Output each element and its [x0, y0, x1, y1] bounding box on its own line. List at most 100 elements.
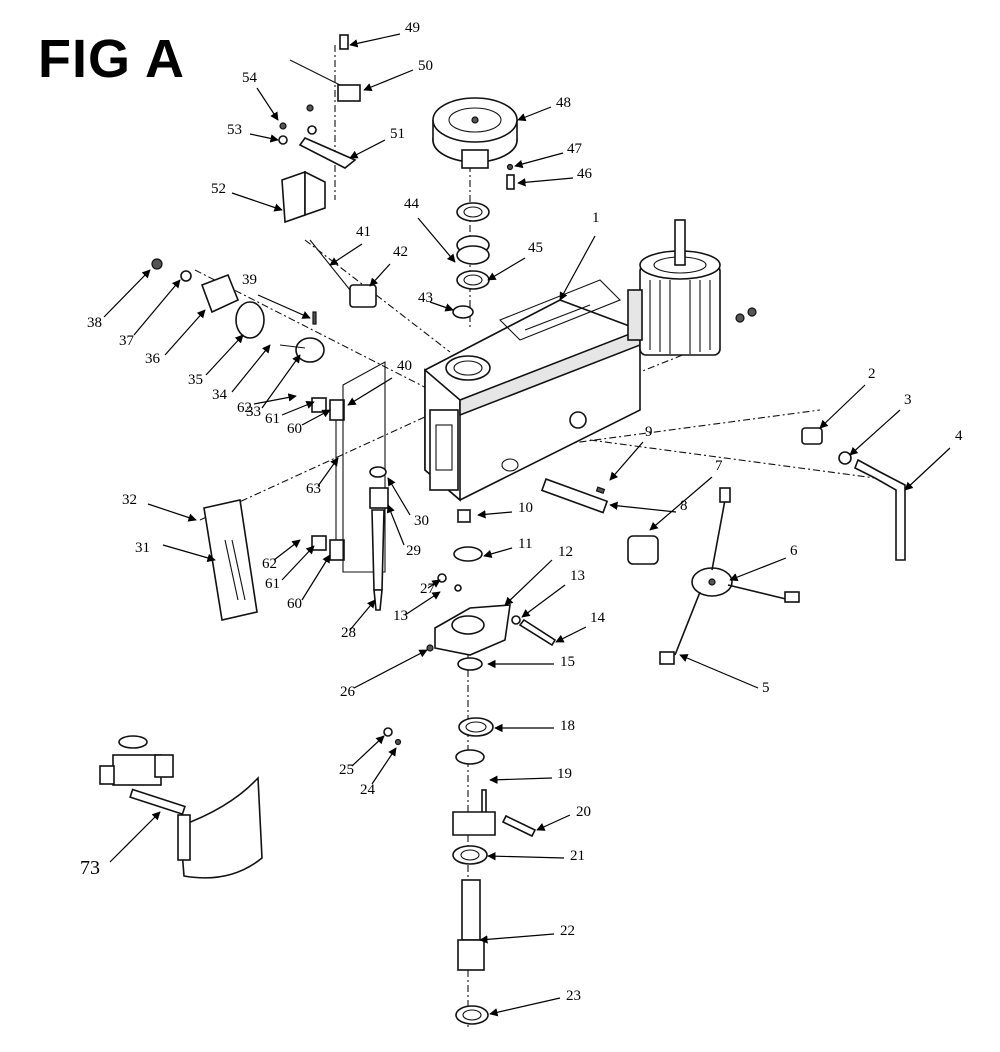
callout-c13a: 13 — [393, 591, 441, 624]
part-number-label: 11 — [518, 536, 532, 552]
part-number-label: 54 — [242, 70, 258, 86]
callout-c40: 40 — [347, 358, 412, 406]
callout-c29: 29 — [386, 504, 421, 559]
leader-line — [353, 649, 428, 689]
part-number-label: 33 — [246, 404, 261, 420]
callout-c35: 35 — [188, 334, 244, 388]
part-number-label: 5 — [762, 680, 770, 696]
callout-c9: 9 — [609, 424, 653, 481]
leader-line — [329, 243, 363, 266]
part-number-label: 28 — [341, 625, 356, 641]
part-number-label: 43 — [418, 290, 433, 306]
part-number-label: 32 — [122, 492, 137, 508]
leader-line — [477, 510, 513, 519]
callout-c34: 34 — [212, 344, 271, 403]
callout-c14: 14 — [555, 610, 606, 643]
callout-c4: 4 — [904, 428, 963, 491]
callout-c61a: 61 — [265, 400, 315, 427]
part-number-label: 63 — [306, 481, 321, 497]
part-number-label: 49 — [405, 20, 420, 36]
part-number-label: 38 — [87, 315, 102, 331]
part-number-label: 61 — [265, 411, 280, 427]
part-number-label: 1 — [592, 210, 600, 226]
crank — [801, 427, 906, 561]
callout-c60b: 60 — [287, 554, 331, 612]
part-number-label: 42 — [393, 244, 408, 260]
part-number-label: 26 — [340, 684, 356, 700]
leader-line — [256, 87, 279, 121]
callout-c20: 20 — [536, 804, 591, 831]
leader-line — [517, 106, 552, 122]
part-number-label: 13 — [393, 608, 408, 624]
leader-line — [517, 177, 574, 187]
callout-c1: 1 — [559, 210, 600, 301]
part-number-label: 45 — [528, 240, 543, 256]
callout-c61b: 61 — [265, 545, 315, 592]
rack-shaft — [369, 466, 389, 611]
part-number-label: 52 — [211, 181, 226, 197]
callout-c2: 2 — [819, 366, 876, 429]
leader-line — [349, 33, 401, 48]
leader-line — [281, 400, 315, 416]
leader-line — [729, 557, 787, 582]
part-number-label: 29 — [406, 543, 421, 559]
leader-line — [103, 269, 151, 318]
callout-c8: 8 — [609, 498, 688, 514]
callout-c33: 33 — [246, 354, 301, 420]
leader-line — [109, 811, 161, 863]
leader-line — [387, 477, 411, 516]
part-number-label: 19 — [557, 766, 572, 782]
part-number-label: 12 — [558, 544, 573, 560]
leader-line — [349, 599, 376, 631]
part-number-label: 40 — [397, 358, 412, 374]
callout-c44: 44 — [404, 196, 456, 263]
part-number-label: 35 — [188, 372, 203, 388]
part-number-label: 60 — [287, 421, 302, 437]
callout-c62a: 62 — [237, 393, 297, 416]
leader-line — [253, 393, 297, 405]
part-number-label: 9 — [645, 424, 653, 440]
part-number-label: 62 — [262, 556, 277, 572]
left-shaft-parts — [151, 239, 377, 363]
callout-c47: 47 — [514, 141, 583, 169]
feed-handle — [659, 487, 800, 665]
leader-line — [819, 384, 866, 429]
leader-line — [487, 257, 526, 281]
leader-line — [521, 584, 566, 618]
callout-c54: 54 — [242, 70, 279, 121]
part-number-label: 73 — [80, 857, 100, 879]
small-parts-24-25 — [383, 727, 402, 746]
leader-line — [369, 263, 391, 287]
leader-line — [261, 354, 301, 409]
part-number-label: 30 — [414, 513, 429, 529]
callout-c36: 36 — [145, 309, 206, 367]
callout-c22: 22 — [479, 923, 575, 944]
callout-c49: 49 — [349, 20, 420, 48]
part-number-label: 46 — [577, 166, 593, 182]
part-number-label: 3 — [904, 392, 912, 408]
leader-line — [427, 579, 441, 589]
leader-line — [487, 852, 565, 861]
quill-parts — [452, 509, 537, 1025]
callout-c73: 73 — [80, 811, 161, 879]
part-number-label: 53 — [227, 122, 242, 138]
motor — [627, 219, 757, 356]
callout-c19: 19 — [489, 766, 572, 784]
leader-line — [231, 344, 271, 393]
callout-c63: 63 — [306, 457, 339, 497]
part-number-label: 31 — [135, 540, 150, 556]
part-number-label: 6 — [790, 543, 798, 559]
leader-line — [904, 447, 951, 491]
leader-line — [559, 235, 596, 301]
callout-c52: 52 — [211, 181, 283, 212]
part-number-label: 41 — [356, 224, 371, 240]
part-number-label: 20 — [576, 804, 591, 820]
part-number-label: 2 — [868, 366, 876, 382]
leader-line — [849, 409, 901, 456]
leader-line — [504, 559, 553, 606]
figure-title: FIG A — [38, 29, 185, 89]
callout-c39: 39 — [242, 272, 311, 319]
callout-c42: 42 — [369, 244, 408, 287]
callout-c27: 27 — [420, 579, 441, 597]
